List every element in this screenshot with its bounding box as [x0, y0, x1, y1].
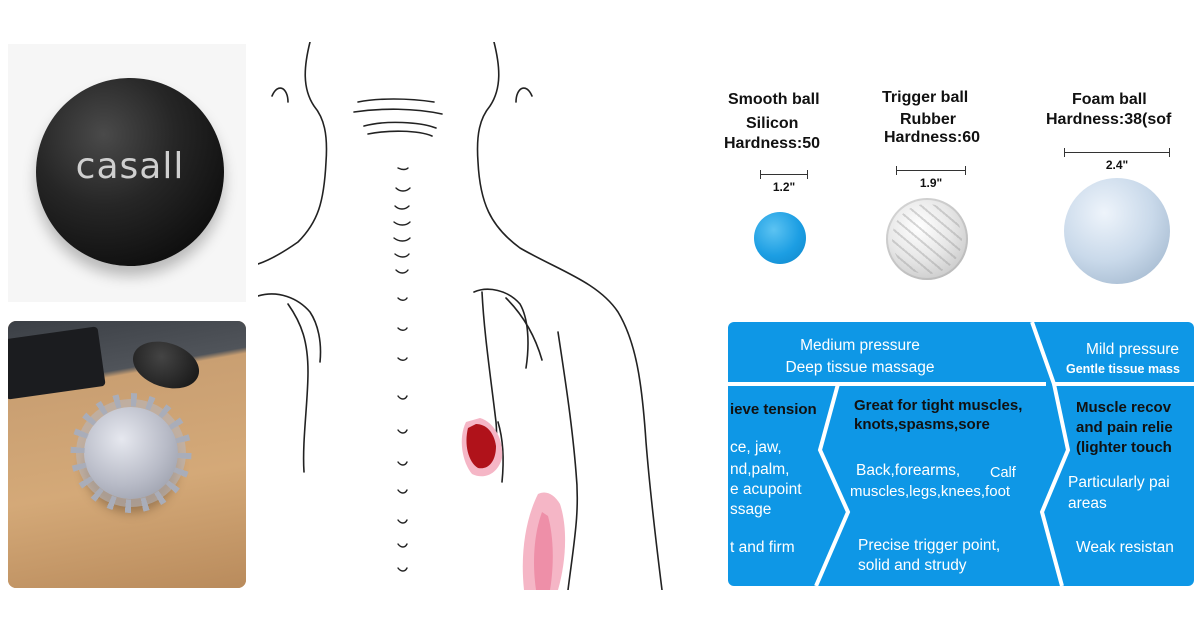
smooth-ball-title: Smooth ball	[728, 91, 820, 108]
col3-title-line1: Muscle recov	[1076, 399, 1172, 416]
col1-line-1: ce, jaw,	[730, 439, 782, 456]
spiky-ball-photo	[8, 321, 246, 588]
back-outline-drawing	[258, 42, 663, 590]
col2-title-line2: knots,spasms,sore	[854, 416, 990, 433]
col2-title-line1: Great for tight muscles,	[854, 397, 1023, 414]
info-panel-dividers	[728, 322, 1194, 586]
trigger-ball-title: Trigger ball	[882, 89, 969, 106]
usage-info-panel: Medium pressure Deep tissue massage Mild…	[728, 322, 1194, 586]
back-anatomy-illustration	[258, 42, 670, 590]
trigger-ball-size-line	[896, 166, 966, 175]
casall-logo-text: casall	[75, 146, 185, 187]
col3-title-line3: (lighter touch	[1076, 439, 1172, 456]
col2-footer-line2: solid and strudy	[858, 557, 967, 574]
col3-footer: Weak resistan	[1076, 539, 1174, 556]
foam-ball-hardness: Hardness:38(sof	[1046, 111, 1172, 128]
col1-line-3: e acupoint	[730, 481, 802, 498]
foam-ball-size: 2.4"	[1105, 158, 1129, 172]
foam-ball-title: Foam ball	[1072, 91, 1147, 108]
smooth-ball-material: Silicon	[746, 115, 799, 132]
col3-header-line2: Gentle tissue mass	[1066, 362, 1180, 376]
col3-line-1: Particularly pai	[1068, 474, 1170, 491]
casall-massage-ball: casall	[36, 78, 224, 266]
foam-ball-image	[1064, 178, 1170, 284]
smooth-ball-size-line	[760, 170, 808, 179]
trigger-ball-hardness: Hardness:60	[884, 129, 981, 146]
smooth-ball-size: 1.2"	[772, 180, 796, 194]
col2-footer-line1: Precise trigger point,	[858, 537, 1001, 554]
col1-line-4: ssage	[730, 501, 772, 518]
col1-header-line2: Deep tissue massage	[785, 359, 935, 376]
smooth-ball-hardness: Hardness:50	[724, 135, 821, 152]
col1-footer: t and firm	[730, 539, 795, 556]
col3-header-line1: Mild pressure	[1086, 341, 1180, 358]
col1-title: ieve tension	[730, 401, 817, 418]
col2-line-3: muscles,legs,knees,foot	[850, 483, 1011, 500]
smooth-ball-image	[754, 212, 806, 264]
col3-title-line2: and pain relie	[1076, 419, 1173, 436]
casall-ball-photo: casall	[8, 44, 246, 302]
ball-comparison-panel: Smooth ball Silicon Hardness:50 1.2" Tri…	[722, 80, 1200, 290]
trigger-ball-image	[886, 198, 968, 280]
spiky-massage-ball	[84, 407, 178, 499]
trigger-ball-size: 1.9"	[919, 176, 943, 190]
col2-line-1: Back,forearms,	[856, 462, 961, 479]
col3-line-2: areas	[1068, 495, 1107, 512]
col2-line-2: Calf	[990, 465, 1016, 481]
trigger-ball-material: Rubber	[900, 111, 956, 128]
foam-ball-size-line	[1064, 148, 1170, 157]
col1-line-2: nd,palm,	[730, 461, 790, 478]
col1-header-line1: Medium pressure	[800, 337, 920, 354]
